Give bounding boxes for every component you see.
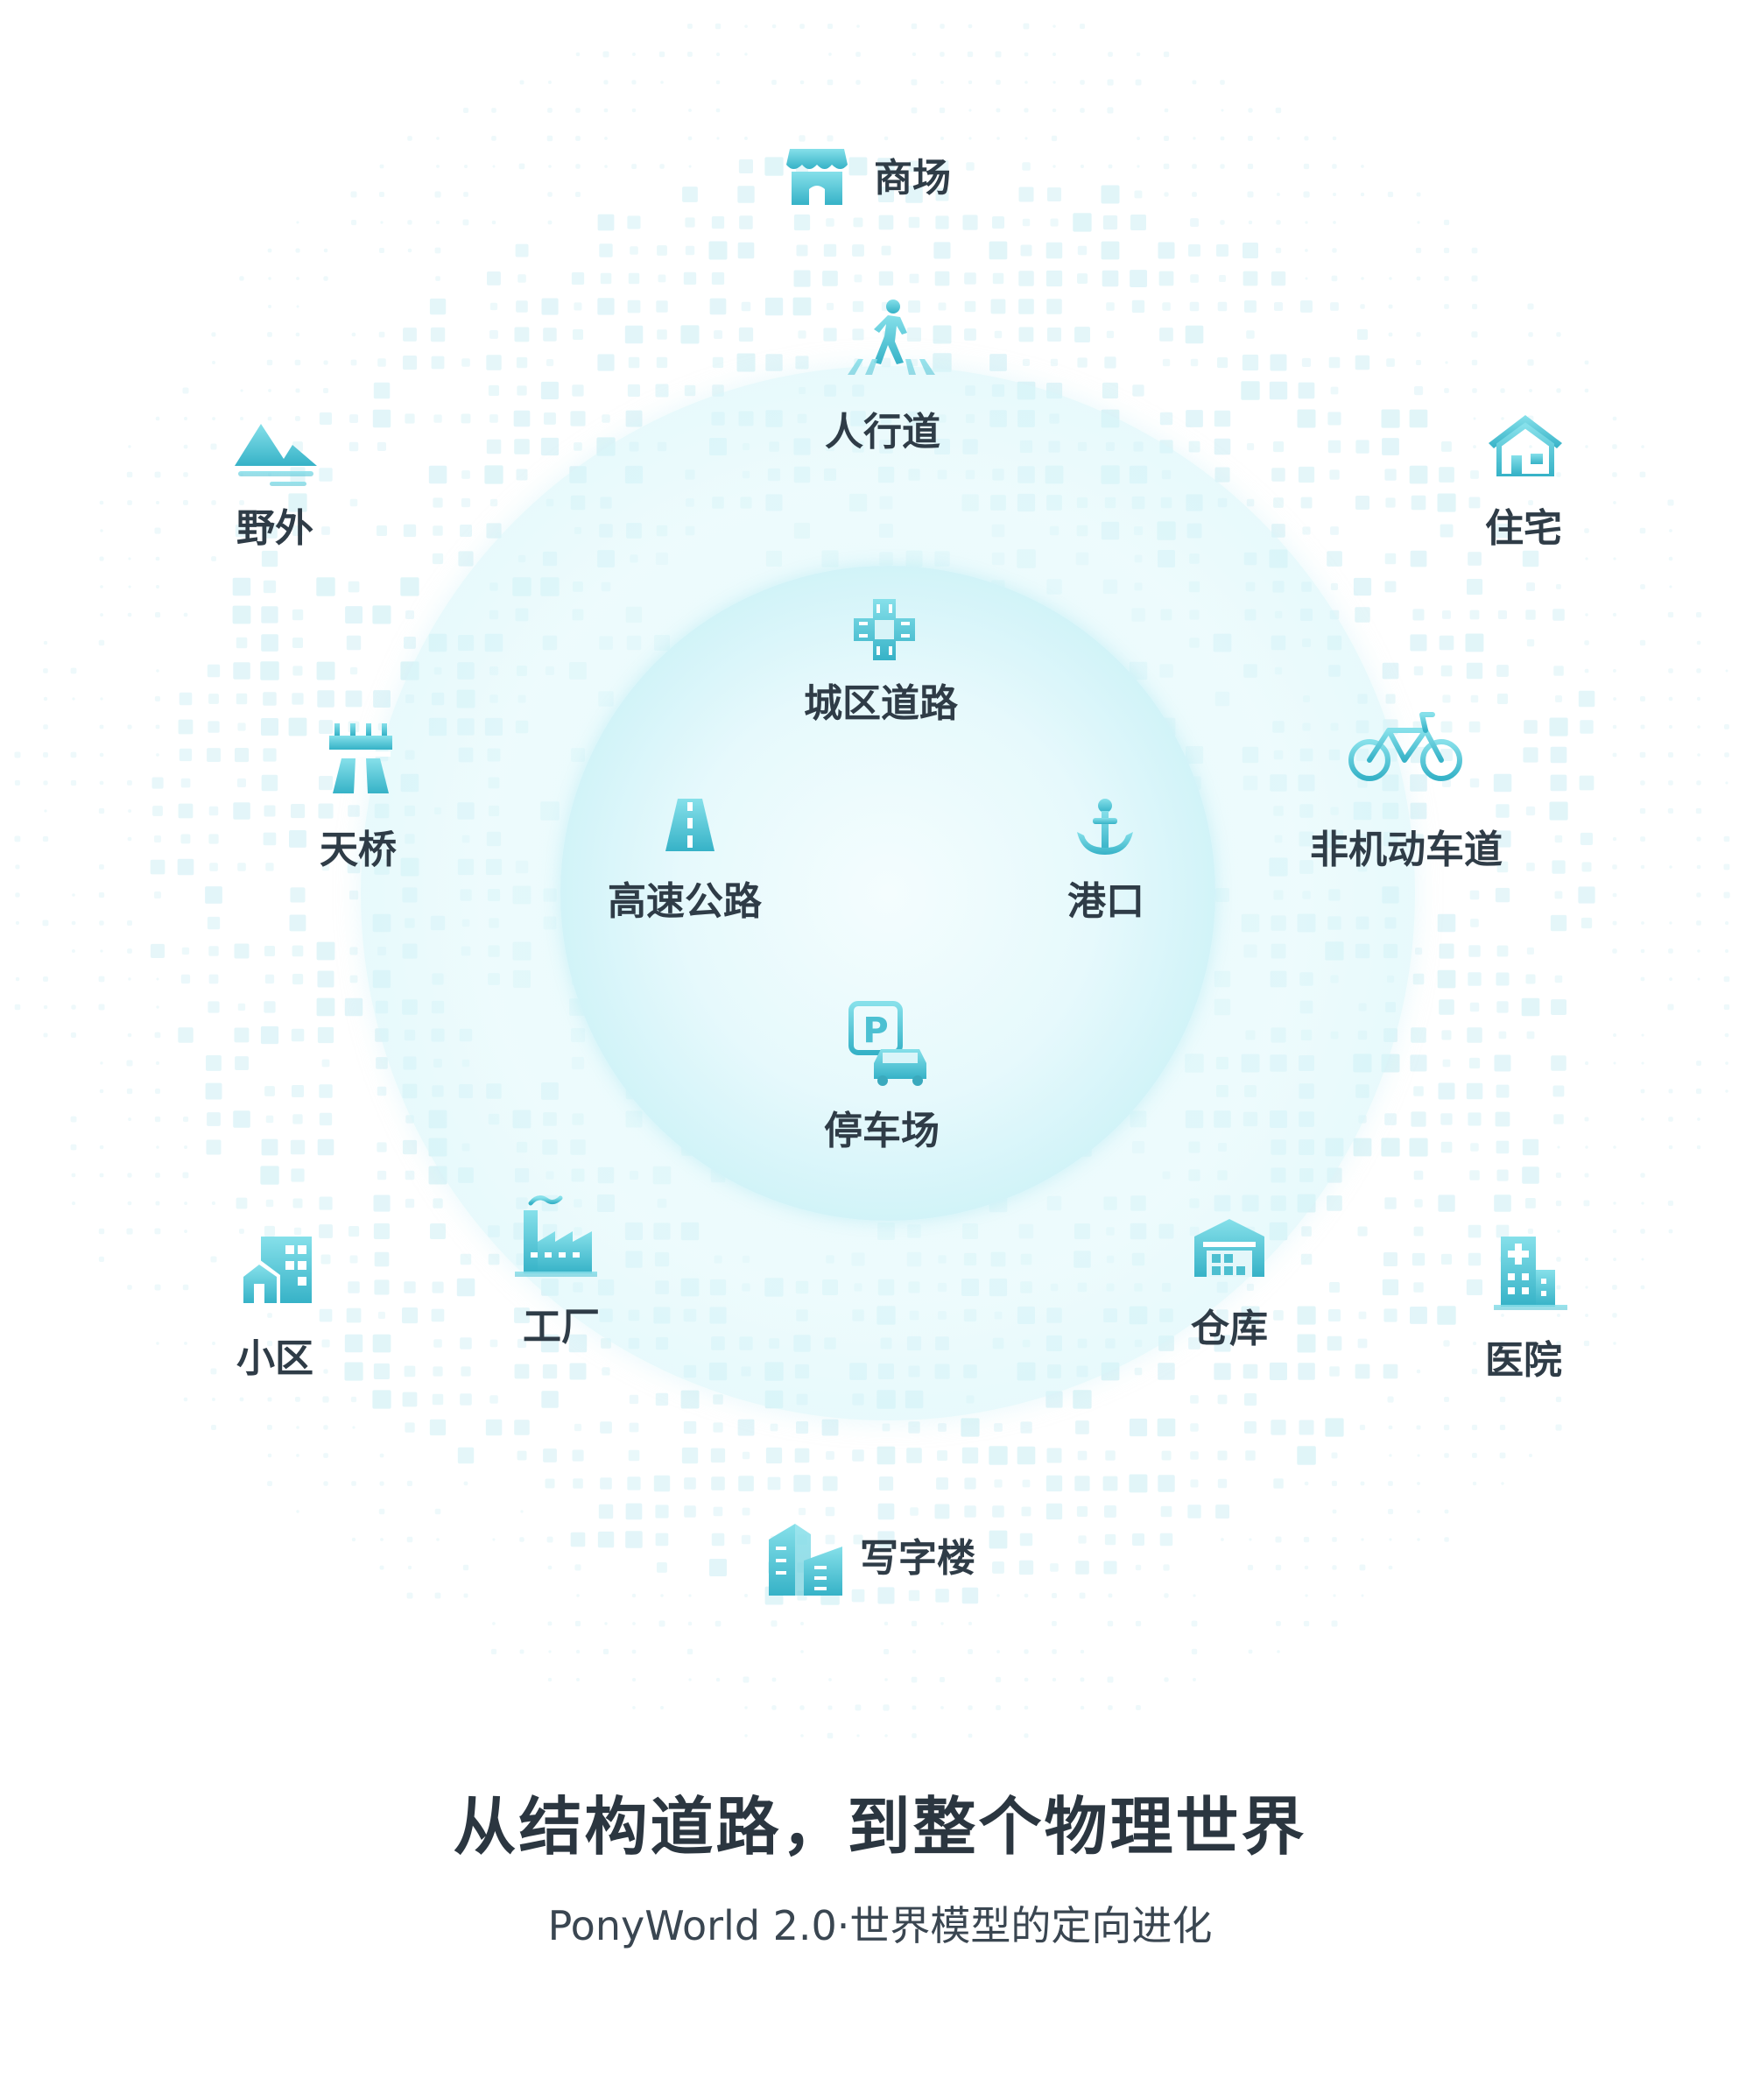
label-wild: 野外 <box>236 506 313 551</box>
label-community: 小区 <box>236 1336 313 1381</box>
main-title: 从结构道路，到整个物理世界 <box>453 1790 1307 1864</box>
label-crosswalk: 人行道 <box>825 410 940 455</box>
subtitle: PonyWorld 2.0·世界模型的定向进化 <box>547 1902 1213 1949</box>
inner-ring <box>560 566 1215 1221</box>
pedestrian-icon <box>848 299 935 375</box>
house-icon <box>1489 415 1562 476</box>
factory-icon <box>515 1195 597 1277</box>
apartment-icon <box>240 1237 312 1303</box>
mountain-icon <box>235 424 317 486</box>
parking-car-icon: P <box>848 1001 926 1086</box>
label-hospital: 医院 <box>1485 1338 1562 1383</box>
label-bike-lane: 非机动车道 <box>1310 828 1503 872</box>
label-residence: 住宅 <box>1485 506 1562 551</box>
label-factory: 工厂 <box>523 1305 600 1349</box>
label-port: 港口 <box>1067 879 1144 924</box>
label-city-road: 城区道路 <box>804 681 958 726</box>
office-building-icon <box>769 1524 842 1596</box>
hospital-icon <box>1494 1237 1567 1310</box>
label-office: 写字楼 <box>860 1536 975 1581</box>
label-overpass: 天桥 <box>320 828 397 872</box>
label-warehouse: 仓库 <box>1191 1307 1268 1351</box>
label-mall: 商场 <box>874 156 951 201</box>
crossroad-icon <box>854 599 915 660</box>
label-parking: 停车场 <box>824 1109 940 1153</box>
warehouse-icon <box>1194 1219 1264 1277</box>
label-highway: 高速公路 <box>608 879 762 924</box>
overpass-icon <box>329 723 392 793</box>
svg-text:P: P <box>862 1011 888 1051</box>
storefront-icon <box>786 149 848 205</box>
anchor-icon <box>1077 799 1133 855</box>
highway-icon <box>665 799 715 851</box>
bicycle-icon <box>1348 712 1462 781</box>
